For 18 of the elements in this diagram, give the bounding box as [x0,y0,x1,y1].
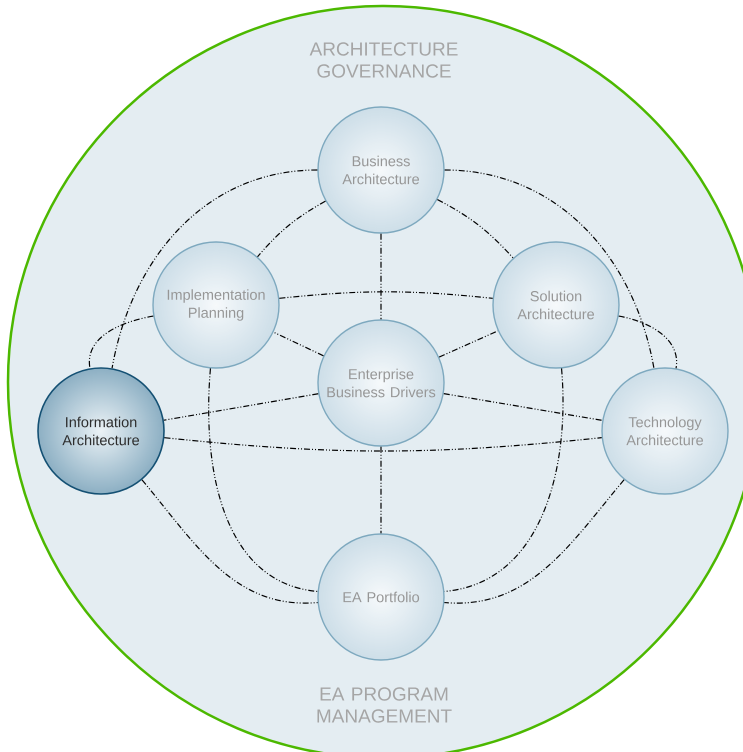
connector-line [444,169,655,368]
connector-line [438,330,498,358]
connector-line [164,393,318,421]
connector-line [164,437,602,452]
connector-line [279,291,493,299]
connector-line [273,332,324,356]
connector-line [444,368,564,592]
connector-line [380,234,382,320]
connector-line [444,479,625,604]
connector-line [444,393,602,421]
connector-line [208,368,318,592]
connector-line [618,315,678,368]
connector-line [111,169,318,368]
connector-line [380,446,382,534]
connector-line [437,199,514,258]
connector-line [257,200,326,258]
connector-line [142,479,318,604]
connector-line [88,315,154,368]
